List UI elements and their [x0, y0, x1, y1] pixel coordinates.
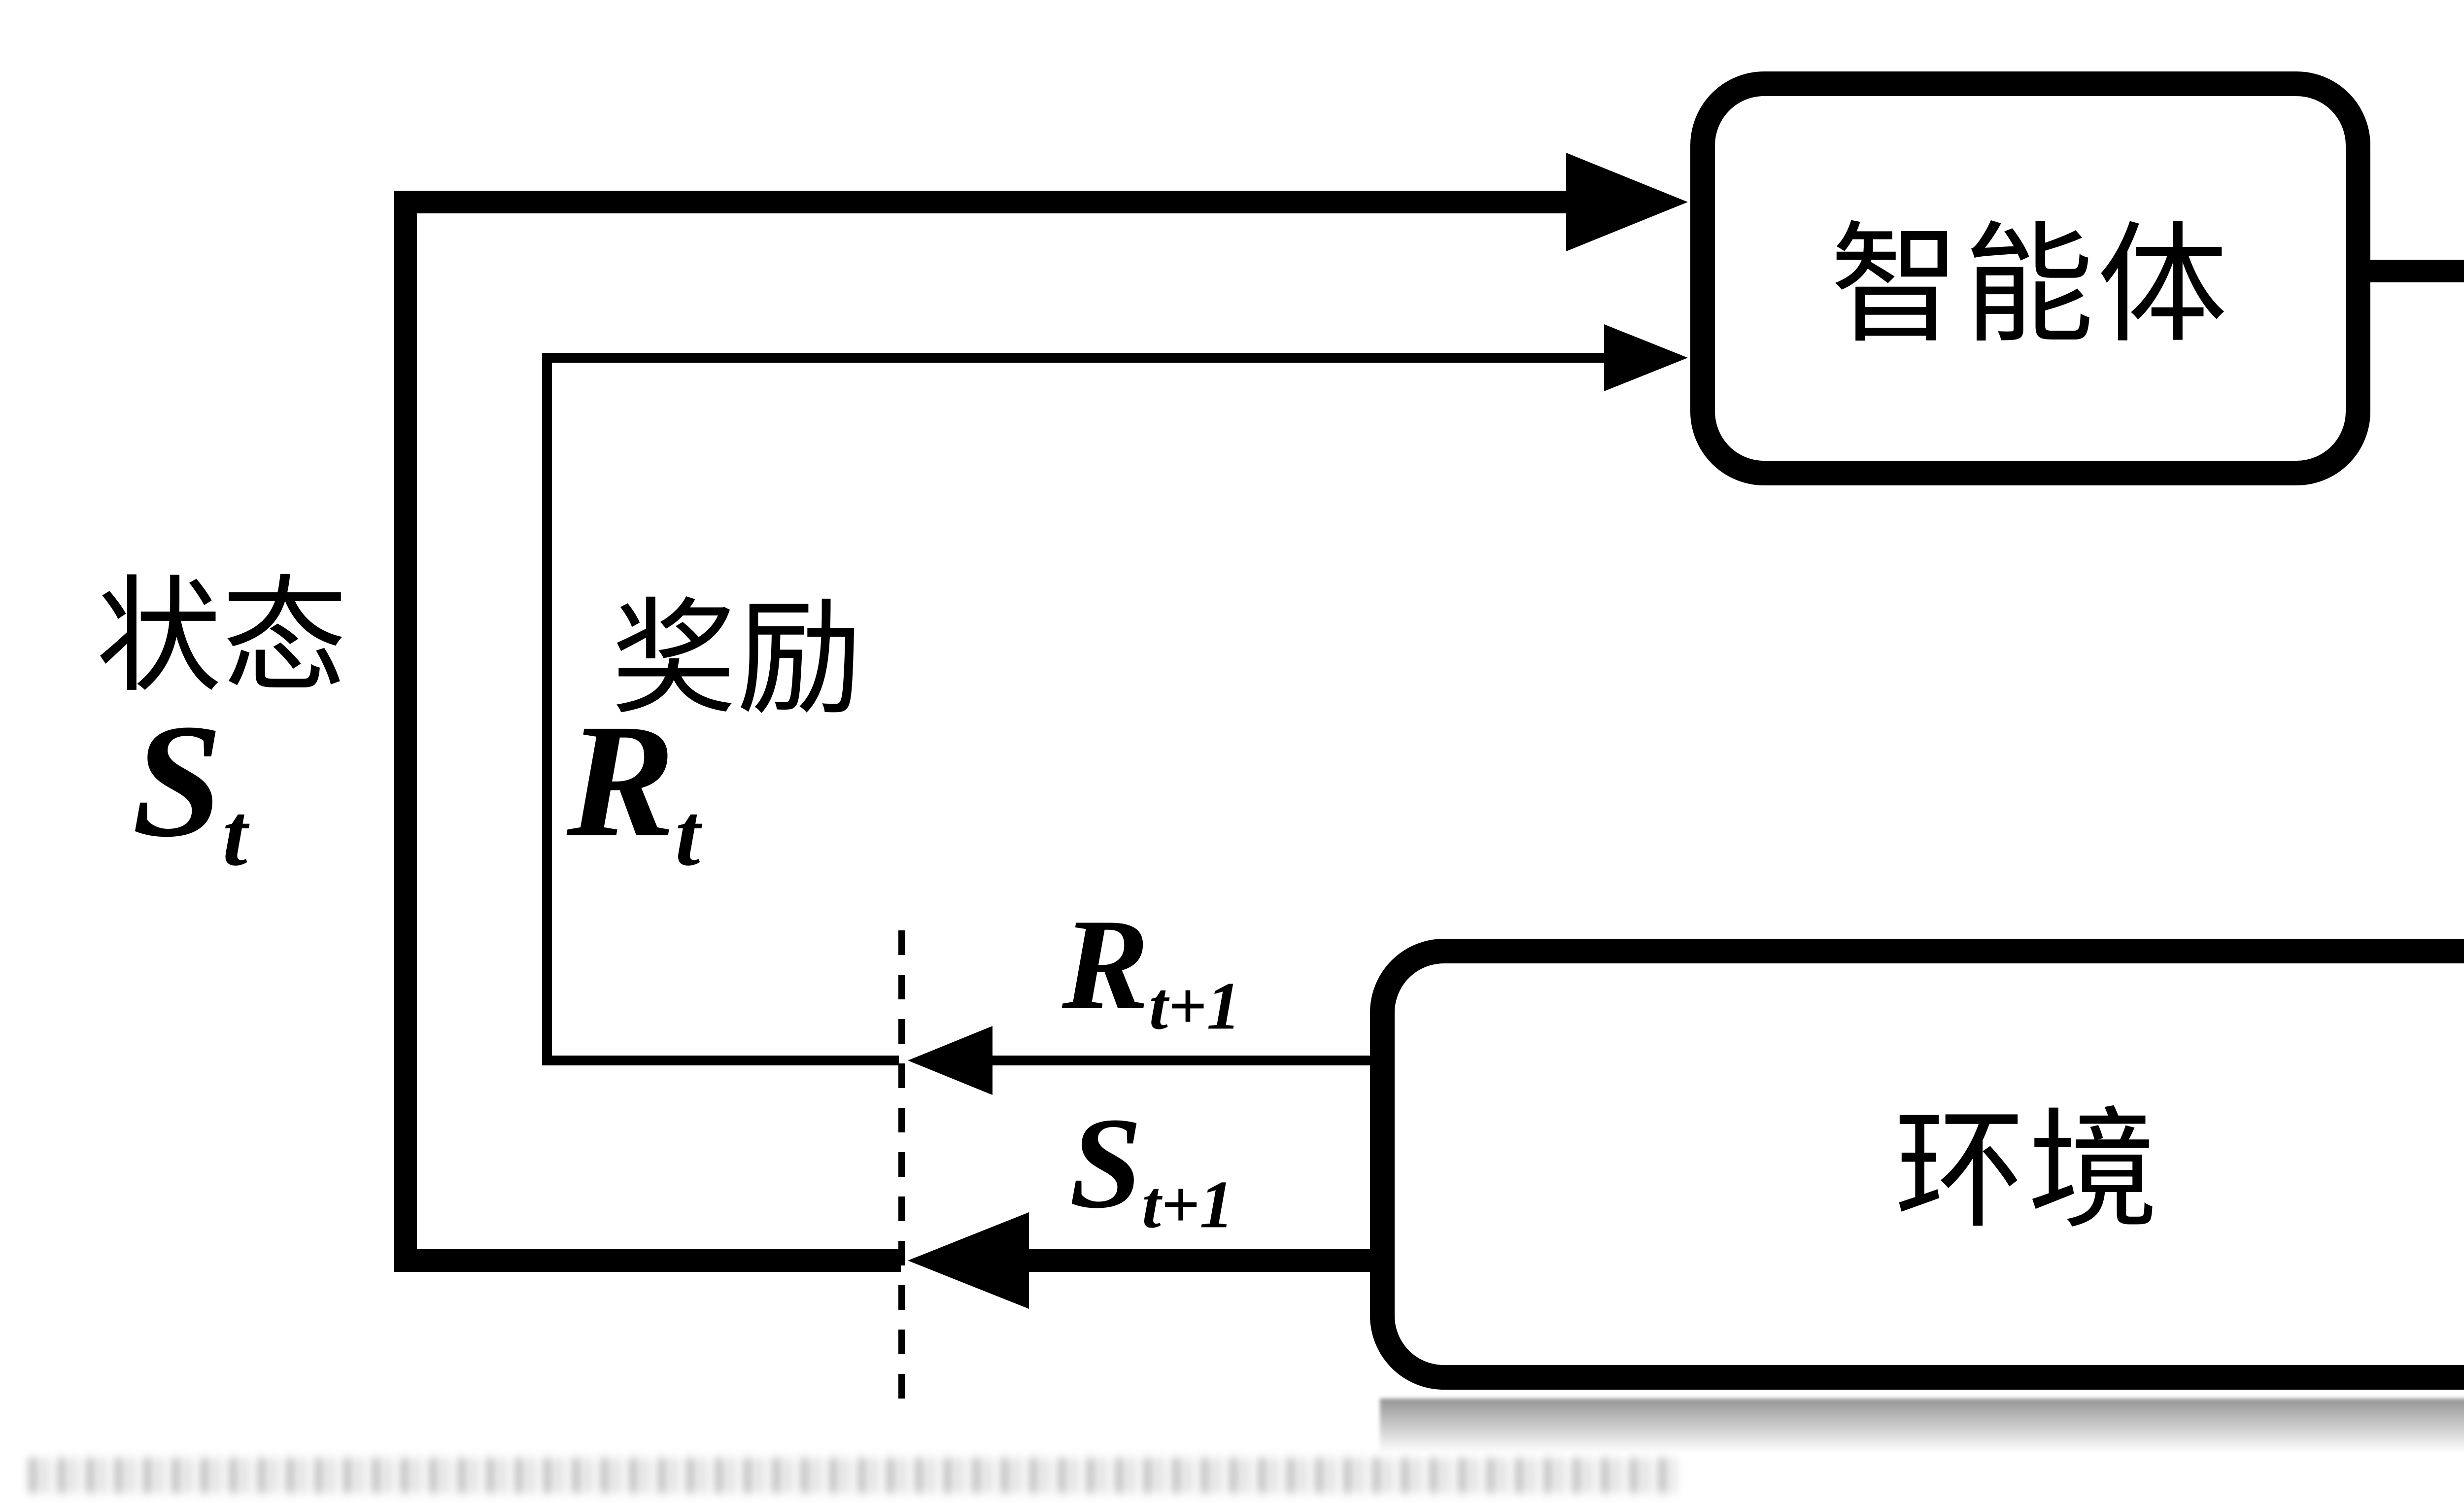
state-symbol-base: S	[132, 691, 223, 871]
next-reward-arrowhead-icon	[908, 1026, 992, 1095]
next-reward-symbol: Rt+1	[1062, 899, 1240, 1040]
environment-node: 环境	[1370, 939, 2464, 1390]
state-symbol: St	[132, 700, 247, 880]
state-arrowhead-icon	[1566, 153, 1688, 251]
next-state-symbol: St+1	[1069, 1098, 1233, 1238]
reward-caption: 奖励	[611, 591, 863, 730]
cropped-caption-smudge	[30, 1458, 1676, 1493]
agent-node: 智能体	[1690, 71, 2370, 485]
next-state-arrowhead-icon	[908, 1212, 1029, 1309]
reward-flow-line	[542, 353, 1604, 1065]
environment-label: 环境	[1894, 1100, 2161, 1244]
environment-scan-shadow	[1380, 1399, 2464, 1453]
reward-symbol-sub: t	[675, 785, 700, 885]
next-reward-symbol-sub: t+1	[1149, 968, 1241, 1044]
reward-symbol: Rt	[567, 700, 700, 880]
next-reward-symbol-base: R	[1062, 892, 1149, 1037]
state-caption: 状态	[96, 569, 348, 708]
reward-symbol-base: R	[567, 691, 676, 871]
next-state-symbol-sub: t+1	[1142, 1166, 1234, 1242]
state-symbol-sub: t	[222, 785, 247, 885]
agent-label: 智能体	[1830, 214, 2231, 359]
reward-arrowhead-icon	[1604, 324, 1688, 391]
state-flow-line	[394, 191, 1572, 1272]
next-state-symbol-base: S	[1069, 1091, 1142, 1235]
